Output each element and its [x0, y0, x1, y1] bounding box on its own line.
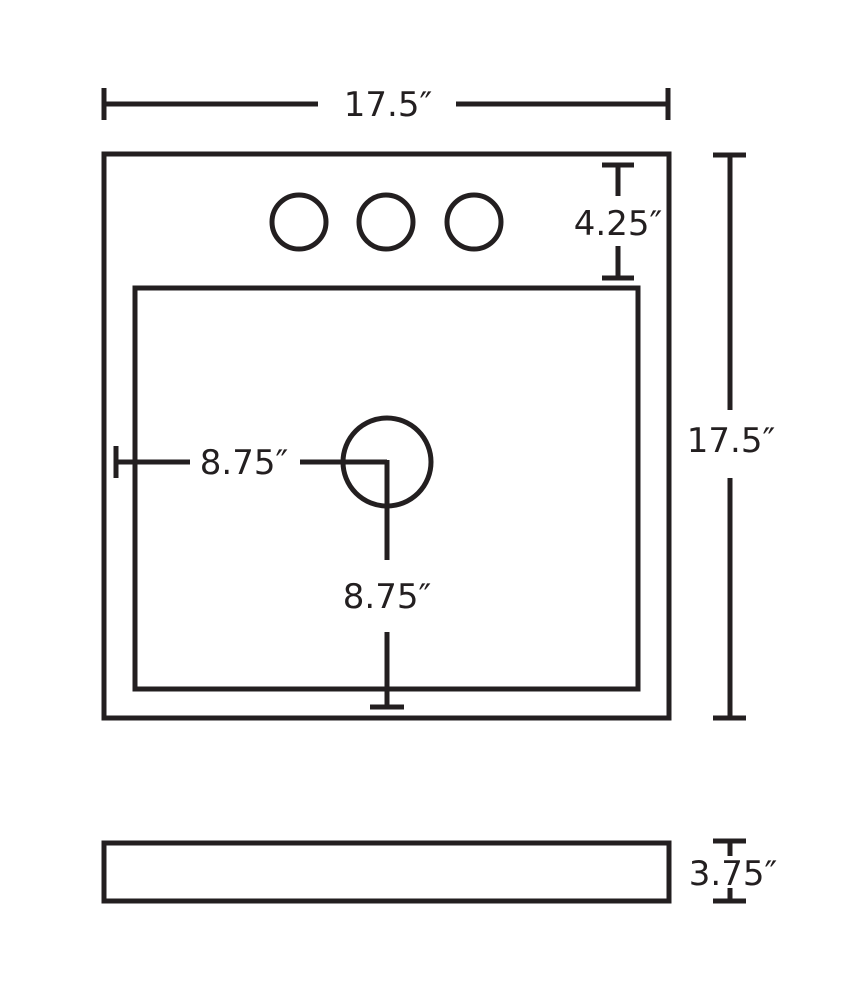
deck-depth-dimension: 4.25″ — [574, 162, 662, 281]
drain-bottom-dimension: 8.75″ — [343, 460, 431, 710]
faucet-hole-center — [356, 192, 416, 252]
sink-outer-outline — [101, 151, 672, 721]
faucet-holes — [269, 192, 504, 252]
faucet-hole-left — [269, 192, 329, 252]
depth-dimension: 17.5″ — [687, 152, 775, 721]
height-label: 3.75″ — [689, 854, 777, 894]
faucet-hole-right — [444, 192, 504, 252]
depth-label: 17.5″ — [687, 421, 775, 461]
height-dimension: 3.75″ — [689, 838, 777, 904]
sink-side-view — [101, 840, 672, 904]
drain-left-dimension: 8.75″ — [113, 443, 387, 483]
width-label: 17.5″ — [344, 85, 432, 125]
drain-bottom-label: 8.75″ — [343, 577, 431, 617]
deck-depth-label: 4.25″ — [574, 204, 662, 244]
width-dimension: 17.5″ — [101, 85, 671, 125]
drain-left-label: 8.75″ — [200, 443, 288, 483]
